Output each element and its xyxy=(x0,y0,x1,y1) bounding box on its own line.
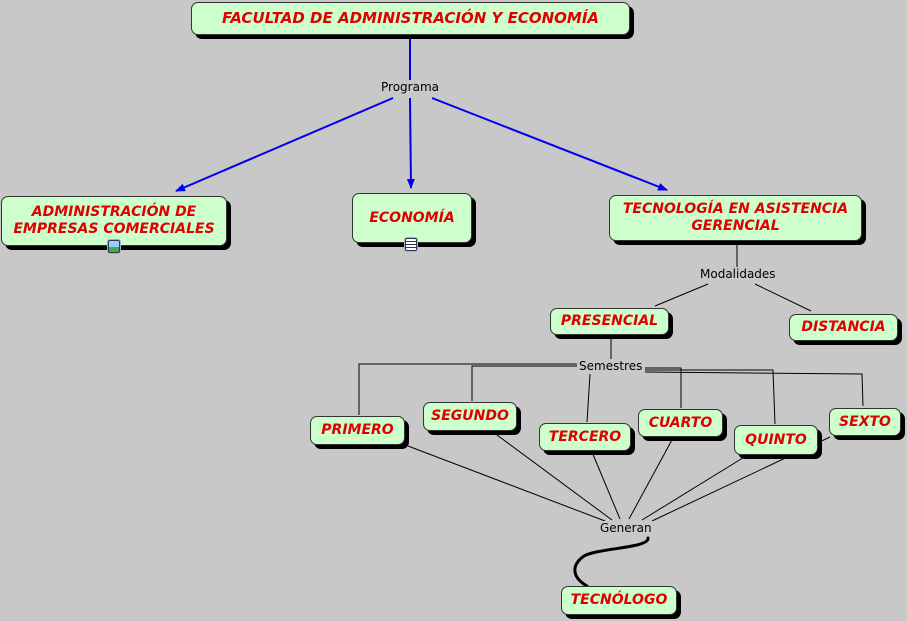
concept-quinto[interactable]: QUINTO xyxy=(734,425,818,455)
programa-to-admin-arrow xyxy=(175,97,394,192)
concept-admin[interactable]: ADMINISTRACIÓN DE EMPRESAS COMERCIALES xyxy=(1,196,227,246)
image-resource-icon[interactable] xyxy=(108,240,120,253)
concept-sexto[interactable]: SEXTO xyxy=(829,408,901,436)
modalidades-to-presencial-link xyxy=(654,283,709,307)
programa-to-economia-arrow xyxy=(406,97,415,189)
semestres-to-sexto-link xyxy=(644,371,864,407)
semestres-to-quinto-link xyxy=(645,369,776,425)
modalidades-links xyxy=(654,243,812,312)
programa-to-tecnologia-arrow xyxy=(431,97,668,191)
cuarto-to-generan-link xyxy=(628,437,674,520)
concept-distancia[interactable]: DISTANCIA xyxy=(789,314,898,341)
link-label-programa: Programa xyxy=(379,80,441,94)
semestres-links xyxy=(358,335,864,425)
link-label-modalidades: Modalidades xyxy=(698,267,778,281)
primero-to-generan-link xyxy=(407,445,606,522)
concept-presencial[interactable]: PRESENCIAL xyxy=(550,308,669,335)
quinto-to-generan-link xyxy=(641,455,747,521)
concept-cuarto[interactable]: CUARTO xyxy=(638,409,723,437)
link-label-generan: Generan xyxy=(598,521,654,535)
document-resource-icon[interactable] xyxy=(405,238,417,251)
concept-economia[interactable]: ECONOMÍA xyxy=(352,193,472,243)
concept-tecnologo[interactable]: TECNÓLOGO xyxy=(561,586,677,615)
segundo-to-generan-link xyxy=(492,431,613,521)
concept-tecnologia[interactable]: TECNOLOGÍA EN ASISTENCIA GERENCIAL xyxy=(609,195,862,241)
concept-segundo[interactable]: SEGUNDO xyxy=(423,402,517,431)
tercero-to-generan-link xyxy=(591,451,621,520)
generan-to-tecnologo-curve xyxy=(573,536,650,588)
programa-links xyxy=(175,37,668,192)
concept-tercero[interactable]: TERCERO xyxy=(539,423,631,451)
modalidades-to-distancia-link xyxy=(754,283,812,312)
semestres-to-primero-link xyxy=(358,363,578,415)
concept-primero[interactable]: PRIMERO xyxy=(310,416,405,445)
semestres-to-segundo-link xyxy=(471,365,578,401)
semestres-to-cuarto-link xyxy=(645,367,682,408)
link-label-semestres: Semestres xyxy=(577,359,645,373)
concept-faculty[interactable]: FACULTAD DE ADMINISTRACIÓN Y ECONOMÍA xyxy=(191,2,630,35)
semestres-to-tercero-link xyxy=(586,373,591,423)
